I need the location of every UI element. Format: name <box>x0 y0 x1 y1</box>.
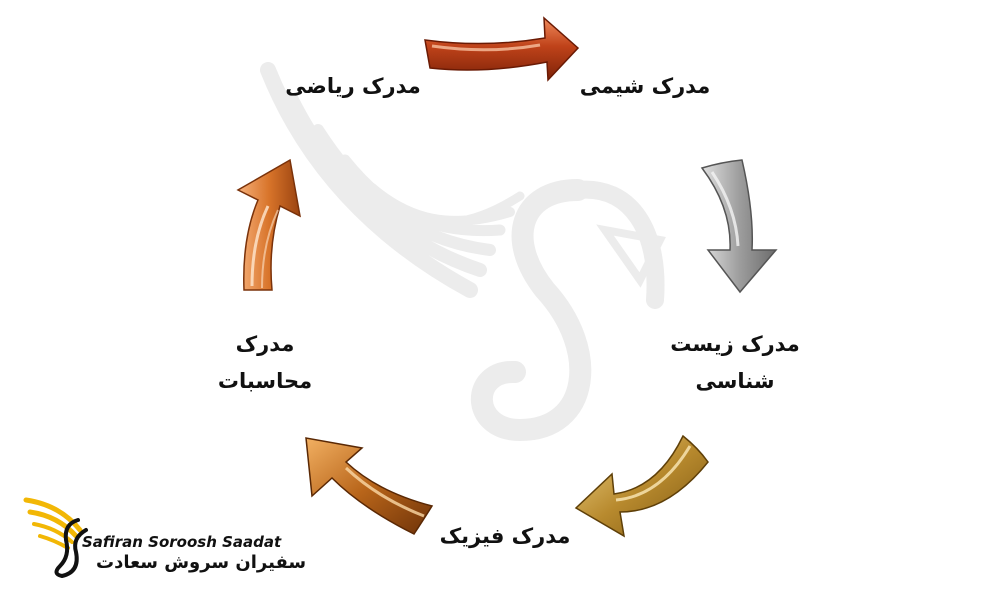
node-biology-line1: مدرک زیست <box>670 332 800 356</box>
node-math-text: مدرک ریاضی <box>285 74 421 98</box>
node-biology-label: مدرک زیست شناسی <box>650 326 820 400</box>
node-physics-text: مدرک فیزیک <box>439 524 571 548</box>
node-accounting-label: مدرک محاسبات <box>180 326 350 400</box>
node-chemistry-text: مدرک شیمی <box>579 74 711 98</box>
node-chemistry-label: مدرک شیمی <box>560 68 730 105</box>
arrow-biology-to-physics <box>574 434 709 538</box>
arrow-chemistry-to-biology <box>700 159 778 294</box>
watermark-bird-icon <box>260 62 666 442</box>
node-biology-line2: شناسی <box>695 368 775 393</box>
node-accounting-line1: مدرک <box>235 332 295 356</box>
node-accounting-line2: محاسبات <box>217 368 313 393</box>
logo-emblem-icon <box>23 497 88 579</box>
logo-text-en: Safiran Soroosh Saadat <box>82 533 282 551</box>
arrow-accounting-to-math <box>236 158 302 291</box>
node-physics-label: مدرک فیزیک <box>420 518 590 555</box>
arrow-math-to-chemistry <box>424 16 580 82</box>
node-math-label: مدرک ریاضی <box>268 68 438 105</box>
arrow-physics-to-accounting <box>305 437 434 535</box>
logo-text-fa: سفیران سروش سعادت <box>96 552 307 573</box>
